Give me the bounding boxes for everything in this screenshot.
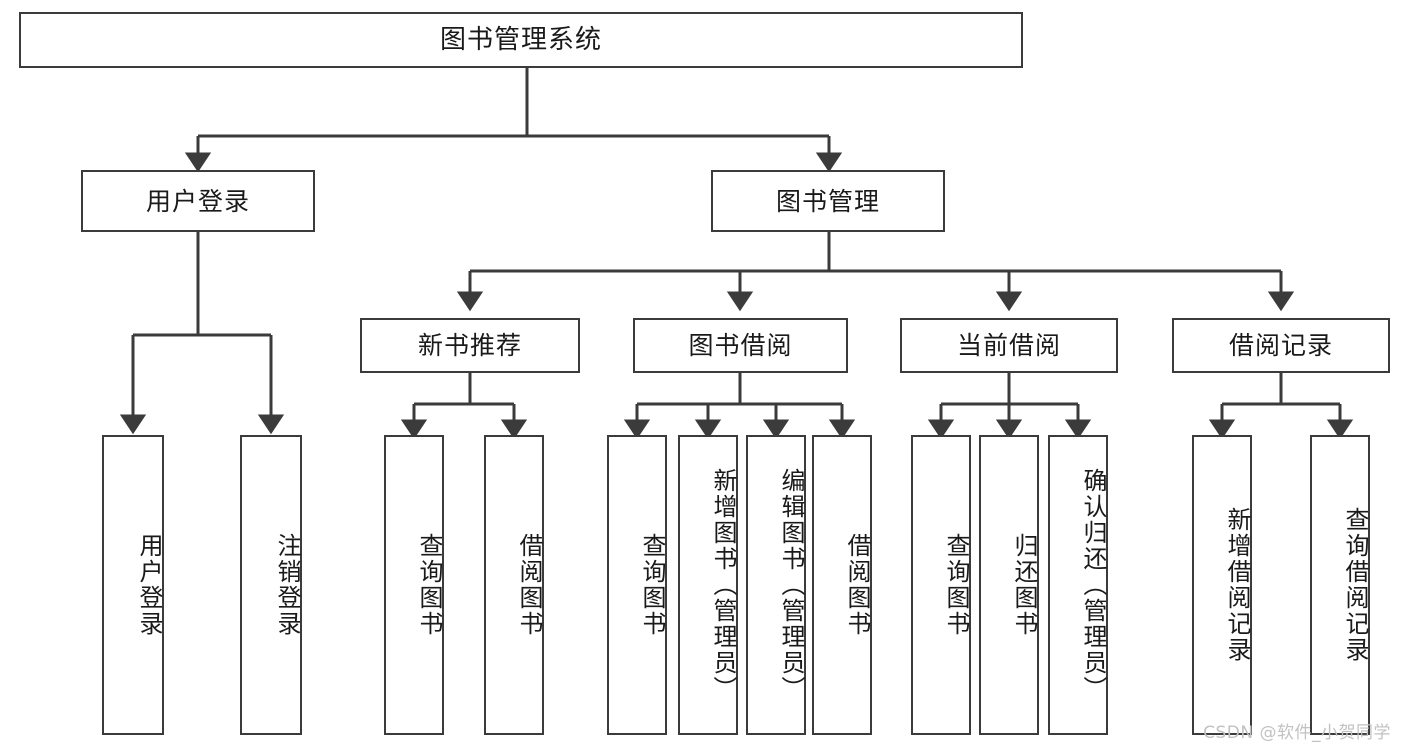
node-label: 查询图书: [415, 533, 443, 637]
node-label: 确认归还（管理员）: [1079, 468, 1107, 702]
node-label: 新增借阅记录: [1223, 507, 1251, 663]
node-label: 新书推荐: [417, 331, 522, 360]
node-label: 归还图书: [1010, 533, 1038, 637]
leaf-borrow-query-book[interactable]: 查询图书: [607, 435, 667, 735]
node-label: 借阅图书: [843, 533, 871, 637]
node-borrow-record[interactable]: 借阅记录: [1172, 318, 1390, 373]
node-label: 查询图书: [942, 533, 970, 637]
leaf-user-login-login[interactable]: 用户登录: [102, 435, 164, 735]
leaf-current-confirm-return-admin[interactable]: 确认归还（管理员）: [1048, 435, 1108, 735]
csdn-watermark: CSDN @软件_小贺同学: [1203, 723, 1391, 743]
leaf-new-book-borrow[interactable]: 借阅图书: [484, 435, 544, 735]
leaf-current-return-book[interactable]: 归还图书: [979, 435, 1039, 735]
node-new-book-recommend[interactable]: 新书推荐: [360, 318, 580, 373]
node-current-borrow[interactable]: 当前借阅: [900, 318, 1118, 373]
node-label: 借阅记录: [1228, 331, 1333, 360]
node-label: 当前借阅: [956, 331, 1061, 360]
node-label: 图书管理: [775, 186, 880, 216]
node-root-system[interactable]: 图书管理系统: [19, 12, 1023, 68]
node-label: 用户登录: [135, 533, 163, 637]
node-label: 图书管理系统: [439, 25, 602, 55]
node-label: 注销登录: [273, 533, 301, 637]
leaf-user-login-logout[interactable]: 注销登录: [240, 435, 302, 735]
node-label: 查询图书: [638, 533, 666, 637]
node-book-management[interactable]: 图书管理: [711, 170, 945, 232]
node-user-login[interactable]: 用户登录: [81, 170, 315, 232]
leaf-borrow-edit-book-admin[interactable]: 编辑图书（管理员）: [746, 435, 806, 735]
node-book-borrow[interactable]: 图书借阅: [633, 318, 848, 373]
leaf-record-query-record[interactable]: 查询借阅记录: [1310, 435, 1370, 735]
node-label: 借阅图书: [515, 533, 543, 637]
leaf-borrow-borrow-book[interactable]: 借阅图书: [812, 435, 872, 735]
node-label: 用户登录: [145, 186, 250, 216]
leaf-borrow-add-book-admin[interactable]: 新增图书（管理员）: [678, 435, 738, 735]
node-label: 编辑图书（管理员）: [777, 468, 805, 702]
leaf-current-query-book[interactable]: 查询图书: [911, 435, 971, 735]
node-label: 查询借阅记录: [1341, 507, 1369, 663]
leaf-record-add-record[interactable]: 新增借阅记录: [1192, 435, 1252, 735]
node-label: 图书借阅: [688, 331, 793, 360]
node-label: 新增图书（管理员）: [709, 468, 737, 702]
leaf-new-book-query[interactable]: 查询图书: [384, 435, 444, 735]
